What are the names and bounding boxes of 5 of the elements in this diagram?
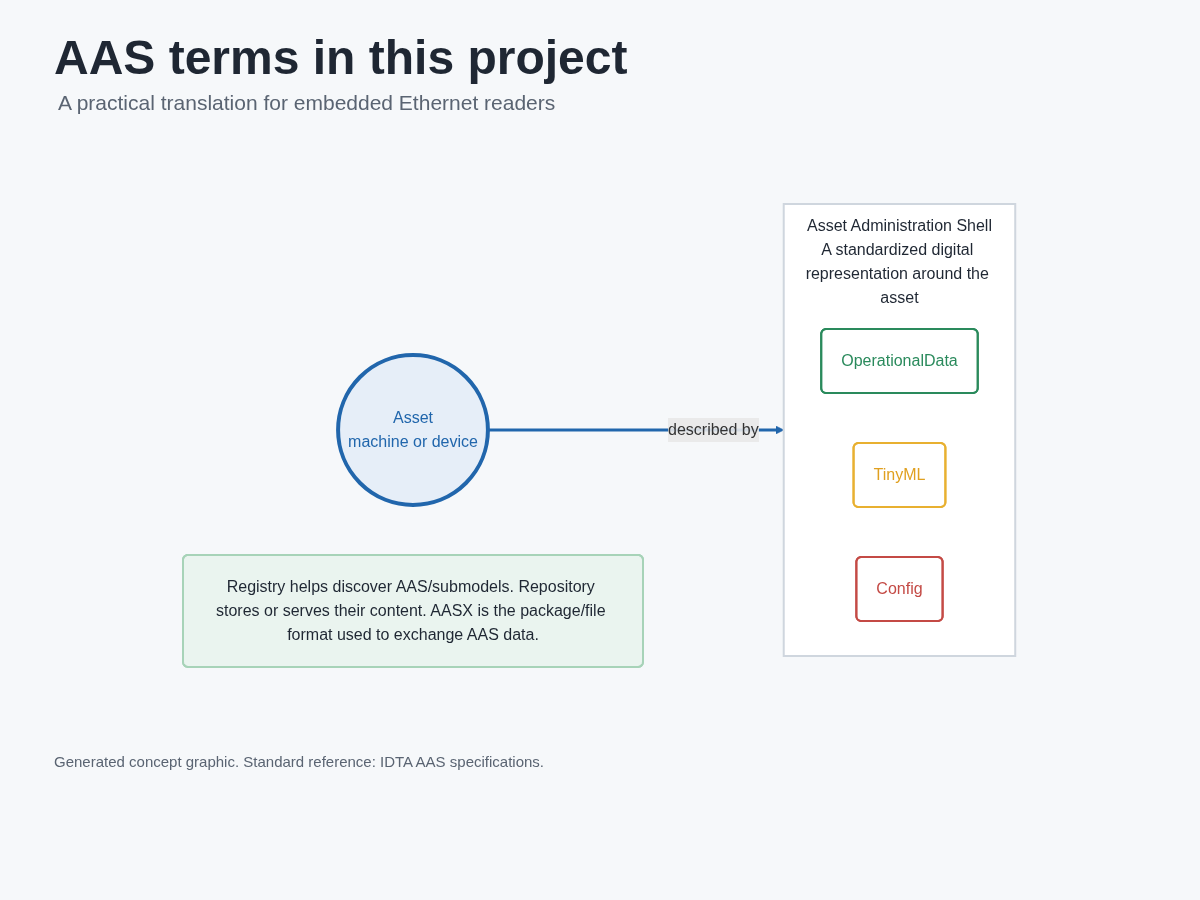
edge-label: described by (667, 420, 759, 438)
subtitle: A practical translation for embedded Ethernet readers (58, 91, 557, 115)
caption: Generated concept graphic. Standard reference: IDTA AAS specifications. (54, 753, 545, 770)
title: AAS terms in this project (54, 30, 629, 85)
node-circle: Asset machine or device (335, 352, 490, 507)
